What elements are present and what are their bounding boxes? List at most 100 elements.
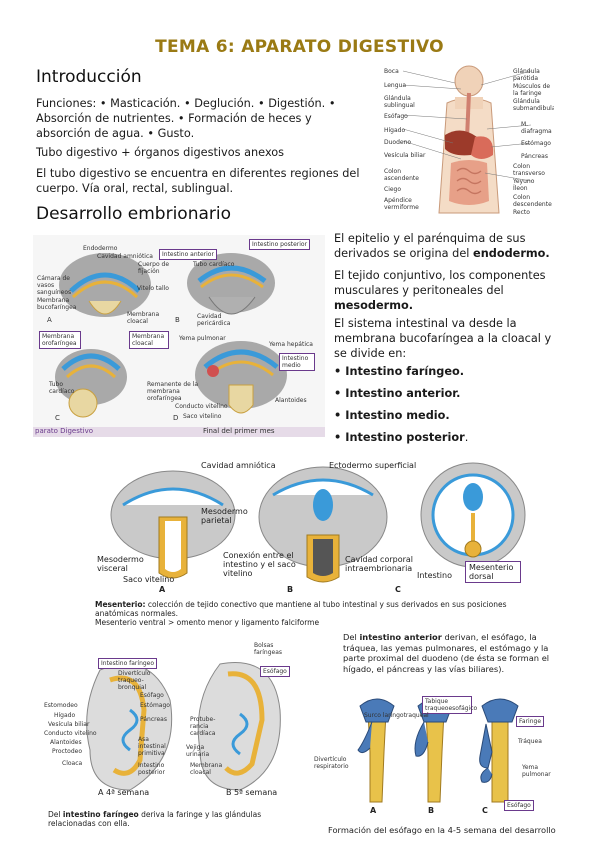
fig3-label-membrana-cloacal: Membrana cloacal xyxy=(190,762,223,776)
intro-tubo: Tubo digestivo + órganos digestivos anex… xyxy=(36,146,285,159)
fig2-label-intestino: Intestino xyxy=(417,571,452,580)
anatomy-label-apendice: Apéndice vermiforme xyxy=(384,197,419,211)
fig3-label-estomago: Estómago xyxy=(140,702,170,709)
fig2-label-mesodermo-parietal: Mesodermo parietal xyxy=(201,507,248,525)
mesentery-illustration xyxy=(110,462,526,583)
fig2-label-conexion: Conexión entre el intestino y el saco vi… xyxy=(223,551,296,578)
fig3-week-a: A 4ª semana xyxy=(98,788,150,797)
fig3-caption-bold: intestino faríngeo xyxy=(62,810,139,819)
fig4-label-traquea: Tráquea xyxy=(518,738,542,745)
anatomy-label-vesicula: Vesícula biliar xyxy=(384,152,426,159)
list-item-suffix: . xyxy=(464,431,469,444)
mesentery-figure: Cavidad amniótica Ectodermo superficial … xyxy=(93,455,548,627)
fig2-box-mesenterio-dorsal: Mesenterio dorsal xyxy=(465,561,521,583)
anatomy-label-faringe: Músculos de la faringe xyxy=(513,83,551,97)
desarrollo-heading: Desarrollo embrionario xyxy=(36,204,232,224)
fig4-text-bold: intestino anterior xyxy=(359,632,442,642)
mesenterio-caption-bold: Mesenterio: xyxy=(95,600,146,609)
fig3-label-diverticulo: Divertículo traqueo-bronquial xyxy=(118,670,151,691)
anatomy-label-diafragma: M. diafragma xyxy=(521,121,552,135)
mesenterio-caption: Mesenterio: colección de tejido conectiv… xyxy=(95,600,540,618)
fig3-label-vesicula: Vesícula biliar xyxy=(48,721,90,728)
intestino-divisions-list: Intestino faríngeo. Intestino anterior. … xyxy=(334,364,564,452)
anatomy-label-estomago: Estómago xyxy=(521,140,551,147)
fig3-label-cloaca: Cloaca xyxy=(62,760,83,767)
fig4-letter-c: C xyxy=(482,806,488,815)
fig4-box-faringe: Faringe xyxy=(516,716,545,727)
fig1-letter-a: A xyxy=(47,316,52,324)
anatomy-label-ileon: Íleon xyxy=(513,185,528,192)
anatomy-label-yeyuno: Yeyuno xyxy=(513,178,535,185)
anatomy-label-sublingual: Glándula sublingual xyxy=(384,95,415,109)
mesodermo-bold: mesodermo. xyxy=(334,299,414,312)
fig1-box-intestino-posterior: Intestino posterior xyxy=(249,239,311,250)
anatomy-label-ciego: Ciego xyxy=(384,186,402,193)
endodermo-text: El epitelio y el parénquima de sus deriv… xyxy=(334,232,526,260)
fig3-label-bolsas-faringeas: Bolsas faríngeas xyxy=(254,642,283,656)
fig3-caption-pre: Del xyxy=(48,810,63,819)
fig4-letter-a: A xyxy=(370,806,377,815)
fig3-label-higado: Hígado xyxy=(54,712,76,719)
fig4-letter-b: B xyxy=(428,806,435,815)
fig2-letter-c: C xyxy=(395,585,401,594)
fig3-label-estomodeo: Estomodeo xyxy=(44,702,78,709)
fig1-label-tubo-cardiaco-c: Tubo cardíaco xyxy=(49,381,75,395)
anatomy-label-duodeno: Duodeno xyxy=(384,139,412,146)
digestive-anatomy-figure: Boca Lengua Glándula sublingual Esófago … xyxy=(381,63,554,220)
fig3-label-esofago: Esófago xyxy=(140,692,164,699)
fig2-label-mesodermo-visceral: Mesodermo visceral xyxy=(97,555,144,573)
endodermo-bold: endodermo. xyxy=(473,247,550,260)
fig1-letter-d: D xyxy=(173,414,179,422)
embryo-folding-illustration xyxy=(33,253,325,437)
mesenterio-caption-text: colección de tejido conectivo que mantie… xyxy=(95,600,507,618)
fig3-box-intestino-faringeo: Intestino faríngeo xyxy=(98,658,158,669)
fig1-label-cavidad-pericardica: Cavidad pericárdica xyxy=(197,313,231,327)
anatomy-label-boca: Boca xyxy=(384,68,399,75)
mesodermo-paragraph: El tejido conjuntivo, los componentes mu… xyxy=(334,268,564,313)
fig1-letter-c: C xyxy=(55,414,60,422)
fig4-box-esofago: Esófago xyxy=(504,800,534,811)
fig3-label-alantoides: Alantoides xyxy=(50,739,82,746)
fig3-label-pancreas: Páncreas xyxy=(140,716,167,723)
fig3-label-asa-intestinal: Asa intestinal primitiva xyxy=(138,736,166,757)
fig3-label-proctodeo: Proctodeo xyxy=(52,748,83,755)
list-item: Intestino faríngeo. xyxy=(334,364,564,379)
fig3-week-b: B 5ª semana xyxy=(226,788,278,797)
intro-functions: Funciones: • Masticación. • Deglución. •… xyxy=(36,97,336,140)
fig3-label-vejiga: Vejiga urinaria xyxy=(186,744,210,758)
fig4-label-yema-pulmonar: Yema pulmonar xyxy=(522,764,551,778)
fig4-text-post: derivan, el esófago, la tráquea, las yem… xyxy=(343,632,550,674)
fig2-letter-b: B xyxy=(287,585,294,594)
anatomy-label-parotida: Glándula parótida xyxy=(513,68,540,82)
fig1-label-cavidad-amniotica: Cavidad amniótica xyxy=(97,253,153,260)
anatomy-label-colon-descendente: Colon descendente xyxy=(513,194,552,208)
fig4-text-pre: Del xyxy=(343,632,360,642)
fig3-label-protuberancia: Protube­rancia cardíaca xyxy=(190,716,216,737)
fig1-label-conducto-vitelino: Conducto vitelino xyxy=(175,403,228,410)
fig3-caption-post: deriva la faringe y las glándulas relaci… xyxy=(48,810,262,828)
list-item: Intestino posterior. xyxy=(334,430,564,445)
embryo-weeks-illustration xyxy=(86,662,281,791)
mesodermo-text: El tejido conjuntivo, los componentes mu… xyxy=(334,269,546,297)
list-item-text: Intestino posterior xyxy=(345,431,465,444)
anatomy-label-pancreas: Páncreas xyxy=(521,153,548,160)
fig1-box-intestino-anterior: Intestino anterior xyxy=(159,249,217,260)
fig1-label-endodermo: Endodermo xyxy=(83,245,118,252)
fig1-footer-right: Final del primer mes xyxy=(203,427,275,435)
fig1-label-vasos: Cámara de vasos sanguíneos xyxy=(37,275,72,296)
fig4-label-surco: Surco laringotraqueal xyxy=(364,712,429,719)
embryo-folding-figure: Endodermo Cavidad amniótica Cuerpo de fi… xyxy=(33,235,325,437)
list-item: Intestino anterior. xyxy=(334,386,564,401)
anatomy-label-colon-transverso: Colon transverso xyxy=(513,163,545,177)
anatomy-label-submandibular: Glándula submandibular xyxy=(513,98,554,112)
fig1-label-cuerpo-fijacion: Cuerpo de fijación xyxy=(138,261,170,275)
anatomy-label-higado: Hígado xyxy=(384,127,406,134)
sistema-intestinal-paragraph: El sistema intestinal va desde la membra… xyxy=(334,317,552,360)
intestino-faringeo-caption: Del intestino faríngeo deriva la faringe… xyxy=(48,810,298,828)
fig1-label-membrana-cloacal: Membrana cloacal xyxy=(127,311,160,325)
intro-regiones: El tubo digestivo se encuentra en difere… xyxy=(36,167,360,195)
fig1-label-yema-pulmonar: Yema pulmonar xyxy=(179,335,226,342)
anatomy-label-esofago: Esófago xyxy=(384,113,408,120)
fig1-box-membrana-cloacal: Membrana cloacal xyxy=(129,331,169,349)
page-title: TEMA 6: APARATO DIGESTIVO xyxy=(155,37,444,57)
